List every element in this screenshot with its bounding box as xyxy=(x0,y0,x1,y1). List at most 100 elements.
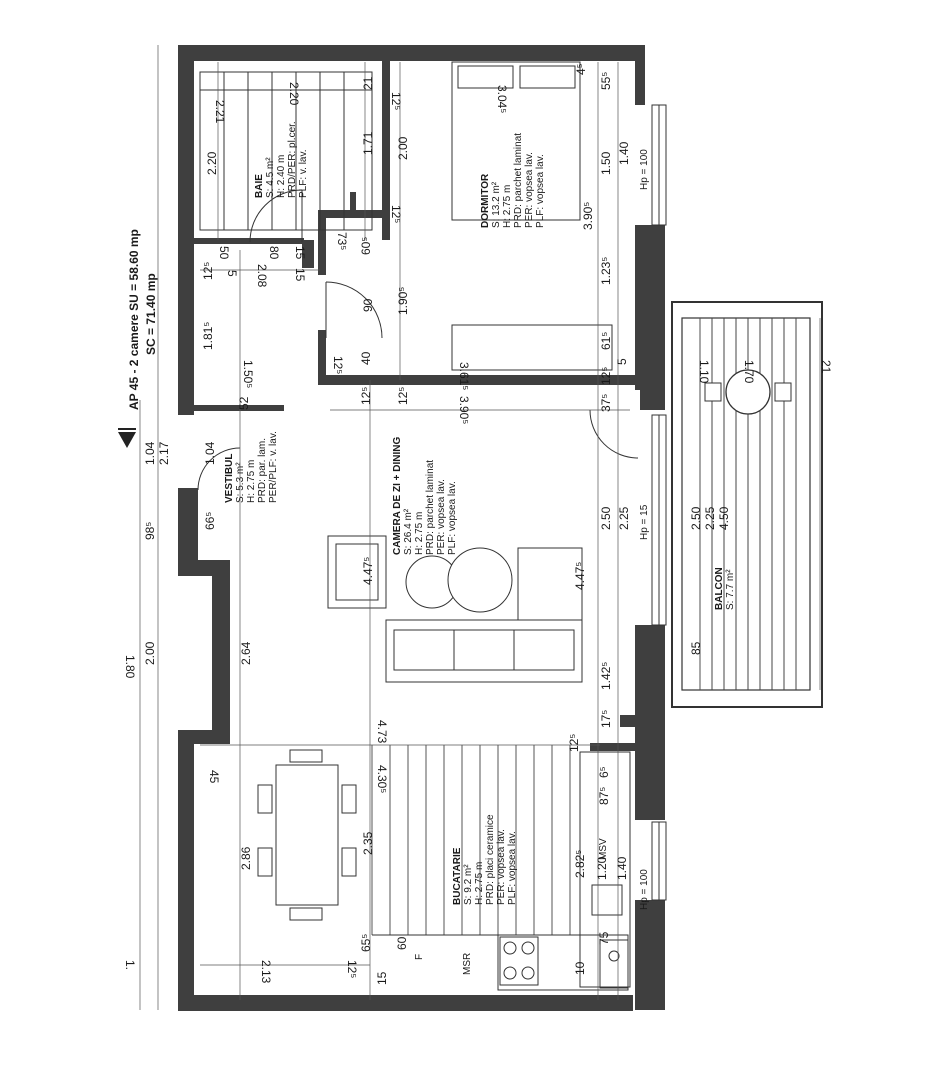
wardrobe xyxy=(451,324,613,371)
dim-text: 2.00 xyxy=(396,136,410,160)
dim-text: 1.80 xyxy=(123,655,137,679)
entry-door-arc xyxy=(197,447,241,491)
f-label: F xyxy=(414,954,425,960)
wall-bath-stub xyxy=(318,210,326,275)
msv-label: MSV xyxy=(598,838,609,860)
dim-text: 65⁵ xyxy=(359,934,373,952)
living-fixtures xyxy=(197,447,583,683)
bucatarie-finish-3: PLF: vopsea lav. xyxy=(507,831,518,905)
dim-text: 4.50 xyxy=(717,506,731,530)
vestibul-finish-1: PRD: par. lam. xyxy=(257,438,268,503)
vestibul-name: VESTIBUL xyxy=(224,454,235,503)
dim-text: 3.61⁵ xyxy=(457,362,471,390)
dim-text: 66⁵ xyxy=(203,512,217,530)
dim-text: 4⁵ xyxy=(574,63,588,75)
dim-text: 80 xyxy=(267,246,281,260)
dim-text: 37⁵ xyxy=(599,394,613,412)
dim-text: 2.20 xyxy=(287,82,301,106)
dim-text: 12⁵ xyxy=(389,92,403,110)
bathroom-fixtures xyxy=(199,71,373,243)
vestibul-finish-2: PER/PLF: v. lav. xyxy=(268,431,279,503)
dim-text: 1.50 xyxy=(599,151,613,175)
dim-text: 2.50 xyxy=(689,506,703,530)
balcony-rail xyxy=(681,317,811,691)
dim-text: 55⁵ xyxy=(599,72,613,90)
dim-text: 12⁵ xyxy=(567,734,581,752)
dim-text: 21 xyxy=(819,360,833,374)
dim-text: 1.04 xyxy=(203,441,217,465)
dim-text: 2.08 xyxy=(255,264,269,288)
dormitor-finish-1: PRD: parchet laminat xyxy=(513,133,524,228)
dim-text: 1.40 xyxy=(615,856,629,880)
wall-right-e xyxy=(635,900,665,1010)
sofa-chaise xyxy=(517,547,583,621)
pillow-1 xyxy=(457,65,514,89)
dim-text: 5 xyxy=(615,358,629,365)
balcony-chair-1 xyxy=(704,382,722,402)
dormitor-area: S: 13.2 m² xyxy=(491,181,502,228)
dim-text: 12⁵ xyxy=(331,356,345,374)
dim-text: 5 xyxy=(225,270,239,277)
room-vestibul: VESTIBUL S: 5.3 m² H: 2.75 m PRD: par. l… xyxy=(224,431,279,503)
bucatarie-area: S: 9.2 m² xyxy=(463,864,474,905)
bathtub xyxy=(199,71,373,231)
dim-text: 15 xyxy=(375,971,389,985)
dim-text: 40 xyxy=(359,351,373,365)
windows xyxy=(651,104,667,901)
camera-area: S: 26.4 m² xyxy=(403,508,414,555)
dim-text: 2.00 xyxy=(143,641,157,665)
balcony-door-arc xyxy=(589,409,639,459)
stove xyxy=(499,936,539,986)
dim-text: 2.21 xyxy=(213,100,227,124)
room-camera: CAMERA DE ZI + DINING S: 26.4 m² H: 2.75… xyxy=(392,437,458,555)
misc-labels: Hp = 100 Hp = 15 Hp = 100 MSV MSR F xyxy=(414,149,650,975)
dining xyxy=(257,749,357,921)
dim-text: 98⁵ xyxy=(143,522,157,540)
wall-right-d xyxy=(635,740,665,820)
wall-right-top xyxy=(635,45,645,105)
dim-text: 2.82⁵ xyxy=(573,850,587,878)
wall-kit-stub xyxy=(620,715,635,727)
dim-text: 15 xyxy=(293,246,307,260)
dim-text: 12⁵ xyxy=(396,387,410,405)
camera-finish-2: PER: vopsea lav. xyxy=(436,479,447,555)
camera-height: H: 2.75 m xyxy=(414,512,425,555)
wall-left-upper xyxy=(178,45,194,415)
room-dormitor: DORMITOR S: 13.2 m² H: 2.75 m PRD: parch… xyxy=(480,133,546,228)
dim-text: 15 xyxy=(293,268,307,282)
wall-bath-stub2 xyxy=(302,240,314,268)
dim-text: 2.25 xyxy=(703,506,717,530)
dim-text: 2.17 xyxy=(157,441,171,465)
room-baie: BAIE S: 4.5 m² H: 2.40 m PRD/PER: pl.cer… xyxy=(254,121,309,198)
bucatarie-name: BUCATARIE xyxy=(452,847,463,905)
wall-vest xyxy=(194,405,284,411)
dim-text: 1.04 xyxy=(143,441,157,465)
baie-finish-1: PRD/PER: pl.cer. xyxy=(287,121,298,198)
dim-text: 50 xyxy=(217,246,231,260)
dim-text: 2.35 xyxy=(361,831,375,855)
dim-text: 60 xyxy=(395,936,409,950)
hp-label-2: Hp = 15 xyxy=(639,504,650,540)
camera-name: CAMERA DE ZI + DINING xyxy=(392,437,403,555)
camera-finish-3: PLF: vopsea lav. xyxy=(447,481,458,555)
wall-right-c xyxy=(635,625,665,745)
balcony-chair-2 xyxy=(774,382,792,402)
wall-top xyxy=(178,45,638,61)
entry-marker-icon xyxy=(118,432,136,448)
wall-bath-right xyxy=(382,45,390,240)
dim-text: 1.50⁵ xyxy=(241,360,255,388)
dimension-lines xyxy=(139,45,821,1010)
wall-right-b xyxy=(640,380,665,410)
dim-text: 1.20 xyxy=(595,856,609,880)
dim-text: 2.86 xyxy=(239,846,253,870)
wall-bed-bottom xyxy=(318,375,638,385)
walls xyxy=(178,45,665,1011)
wall-bottom xyxy=(178,995,633,1011)
wall-left-low xyxy=(212,560,230,740)
dim-text: 3.90⁵ xyxy=(457,396,471,424)
wall-right-a xyxy=(635,225,665,390)
dormitor-finish-3: PLF: vopsea lav. xyxy=(535,154,546,228)
dim-text: 1.10 xyxy=(697,360,711,384)
sink xyxy=(591,884,623,916)
wall-left-mid xyxy=(178,488,198,568)
